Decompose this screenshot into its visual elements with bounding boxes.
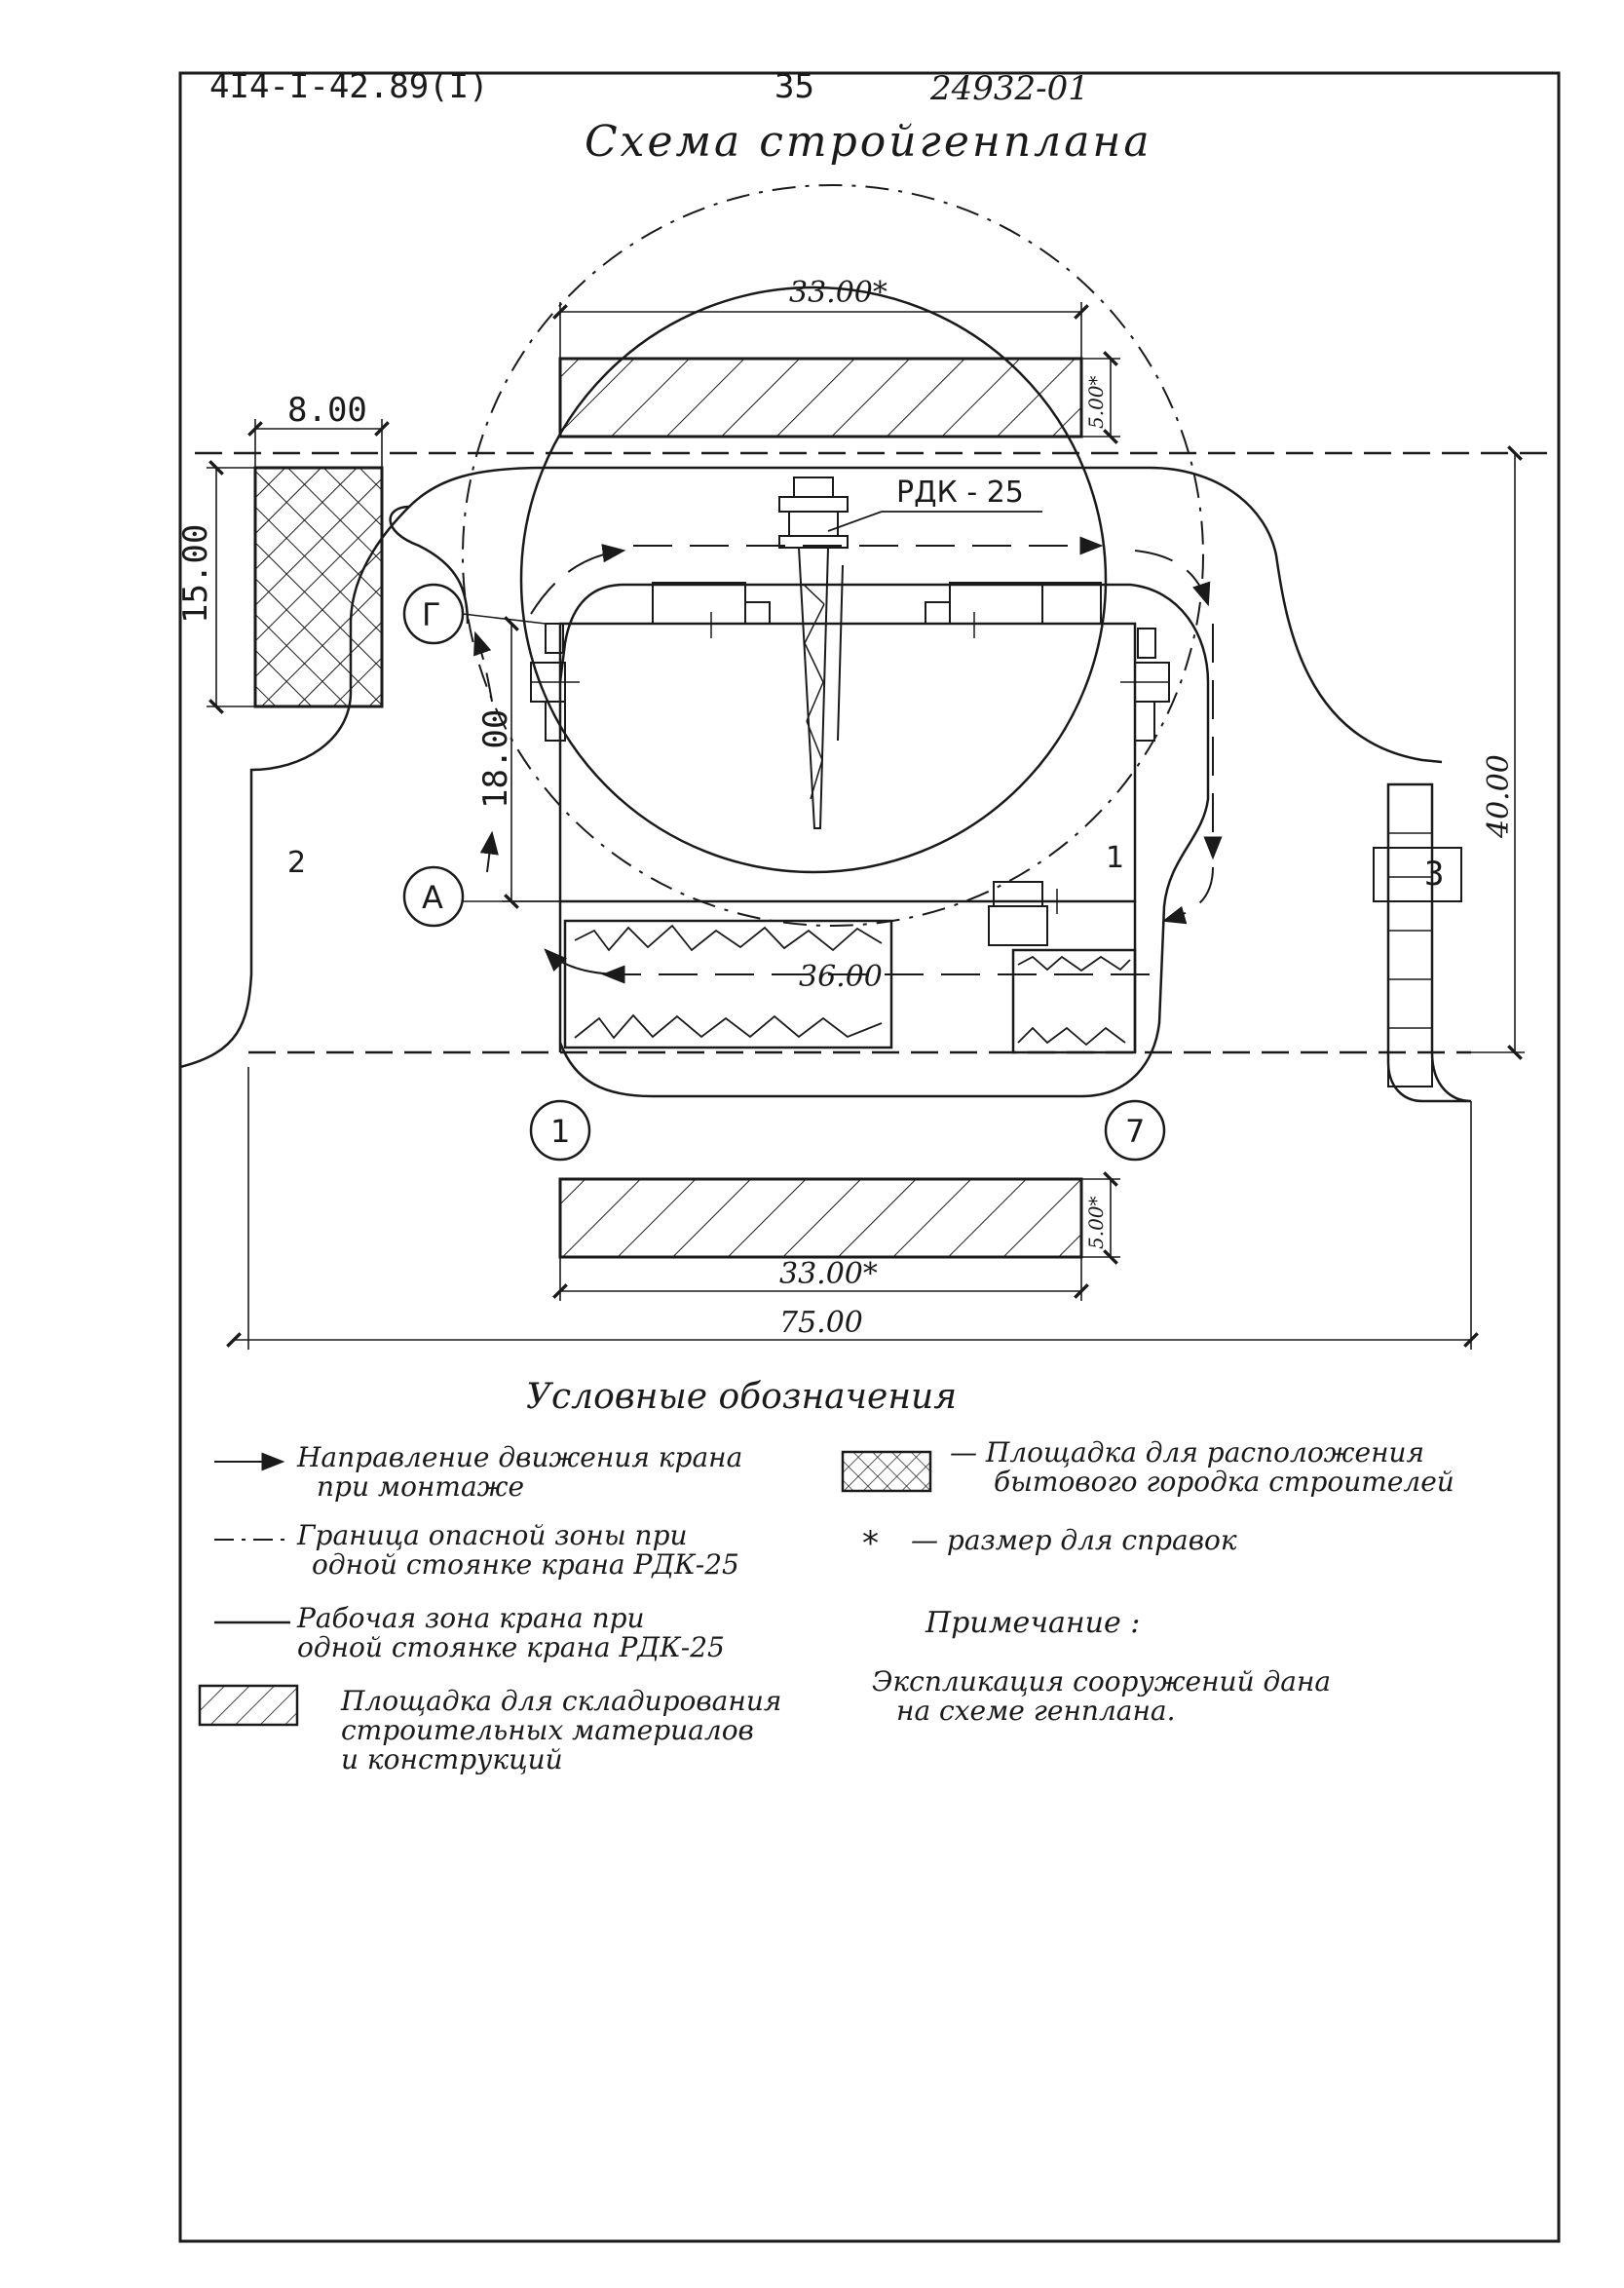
dim-crane-offset: 18.00 bbox=[476, 709, 515, 809]
camp-area bbox=[253, 466, 384, 708]
legend-danger-zone-line1: Граница опасной зоны при bbox=[296, 1519, 688, 1551]
legend-storage-line3: и конструкций bbox=[341, 1743, 563, 1775]
legend-danger-zone-line2: одной стоянке крана РДК-25 bbox=[312, 1548, 739, 1581]
dim-total-width: 75.00 bbox=[779, 1306, 863, 1340]
header-doc-number: 24932-01 bbox=[929, 69, 1089, 108]
note-text-line1: Экспликация сооружений дана bbox=[872, 1665, 1331, 1697]
legend-reference-mark: * bbox=[862, 1524, 879, 1563]
dim-top-width: 33.00* bbox=[789, 276, 888, 310]
legend-storage-swatch bbox=[198, 1684, 299, 1727]
crane-rdk-25 bbox=[778, 477, 849, 829]
axis-a-bubble bbox=[402, 865, 465, 928]
storage-area-lower-right bbox=[1011, 948, 1137, 1054]
building-footprint bbox=[558, 622, 1137, 903]
access-road bbox=[179, 466, 1443, 1069]
note-text-line2: на схеме генплана. bbox=[896, 1695, 1176, 1727]
axis-7-bubble bbox=[1104, 1099, 1166, 1162]
zone-1-label: 1 bbox=[1106, 841, 1124, 875]
dim-bottom-width: 33.00* bbox=[779, 1257, 878, 1291]
dim-total-depth: 40.00 bbox=[1482, 754, 1516, 839]
crane-label: РДК - 25 bbox=[896, 476, 1024, 510]
header-page-number: 35 bbox=[774, 67, 814, 106]
dim-bottom-depth: 5.00* bbox=[1084, 1196, 1108, 1249]
legend-storage-line1: Площадка для складирования bbox=[340, 1685, 781, 1717]
header-code: 4I4-I-42.89(I) bbox=[209, 67, 489, 106]
crane-travel-direction bbox=[473, 536, 1223, 984]
legend-work-zone-line2: одной стоянке крана РДК-25 bbox=[297, 1631, 725, 1663]
page-title: Схема стройгенплана bbox=[585, 117, 1152, 167]
legend-crane-direction-line1: Направление движения крана bbox=[296, 1441, 742, 1473]
axis-7-label: 7 bbox=[1125, 1113, 1145, 1150]
legend-storage-line2: строительных материалов bbox=[341, 1714, 754, 1746]
zone-3-label: 3 bbox=[1424, 855, 1444, 894]
sheet-frame bbox=[178, 71, 1561, 2243]
axis-g-label: Г bbox=[422, 596, 441, 633]
crane-work-zone bbox=[519, 286, 1108, 874]
dim-pad-width: 8.00 bbox=[287, 391, 367, 430]
danger-zone-boundary bbox=[462, 184, 1204, 927]
legend-work-zone-line1: Рабочая зона крана при bbox=[296, 1602, 645, 1634]
note-title: Примечание : bbox=[925, 1606, 1140, 1640]
zone-2-label: 2 bbox=[287, 846, 306, 880]
legend-camp-swatch bbox=[841, 1450, 932, 1493]
axis-a-label: А bbox=[422, 879, 443, 916]
storage-area-top bbox=[558, 357, 1083, 439]
storage-area-lower-left bbox=[563, 919, 893, 1049]
dim-pad-depth: 15.00 bbox=[176, 524, 215, 624]
legend-reference-text: — размер для справок bbox=[911, 1524, 1237, 1556]
dim-building-length: 36.00 bbox=[799, 960, 883, 994]
dim-top-depth: 5.00* bbox=[1084, 375, 1108, 429]
legend-title: Условные обозначения bbox=[526, 1377, 957, 1417]
storage-area-bottom bbox=[558, 1177, 1083, 1259]
axis-1-label: 1 bbox=[550, 1113, 570, 1150]
legend-camp-line2: бытового городка строителей bbox=[994, 1466, 1454, 1498]
axis-1-bubble bbox=[529, 1099, 591, 1162]
legend-crane-direction-line2: при монтаже bbox=[317, 1470, 524, 1503]
legend-camp-line1: — Площадка для расположения bbox=[950, 1436, 1424, 1468]
zone-3-strip bbox=[1387, 783, 1433, 1087]
